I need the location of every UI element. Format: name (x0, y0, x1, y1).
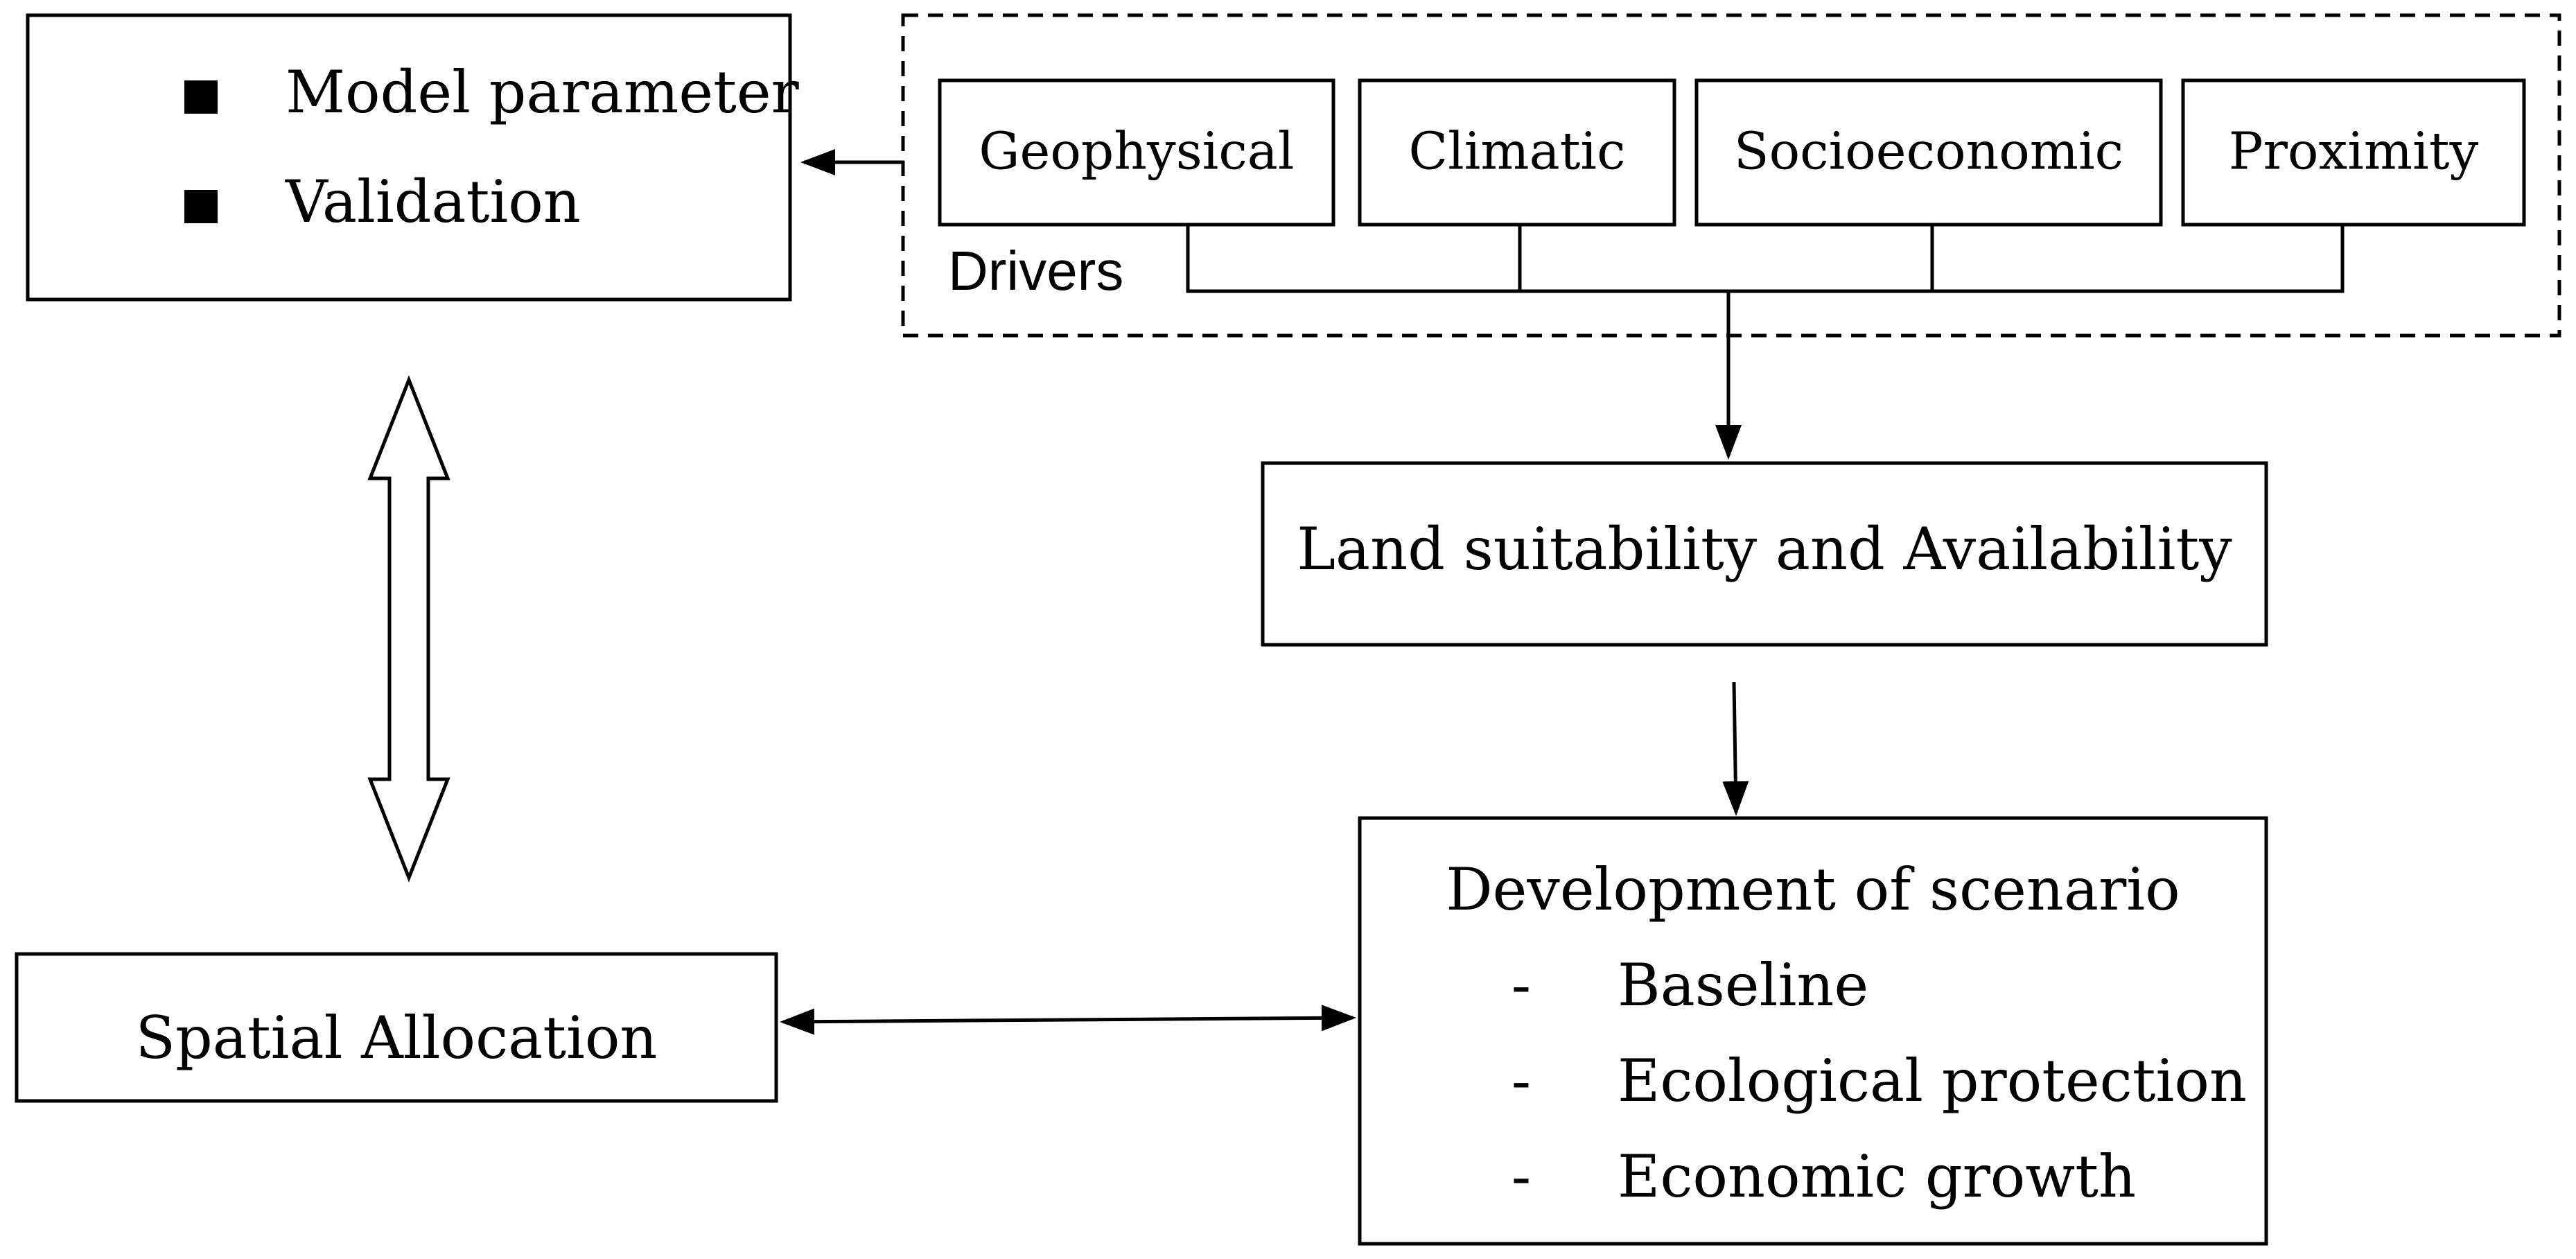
driver-label-proximity: Proximity (2229, 121, 2479, 181)
land-to-scenario-arrow (1722, 681, 1749, 816)
scenario-item-2: Economic growth (1618, 1143, 2136, 1210)
drivers-connector (1186, 225, 2345, 293)
model-spatial-double-arrow (367, 375, 450, 883)
scenario-item-0: Baseline (1618, 951, 1868, 1019)
driver-label-geophysical: Geophysical (979, 121, 1294, 181)
land-suitability-label: Land suitability and Availability (1297, 515, 2232, 583)
scenario-box: Development of scenario - Baseline - Eco… (1358, 816, 2268, 1246)
drivers-group: Geophysical Climatic Socioeconomic Proxi… (901, 13, 2561, 338)
land-suitability-box: Land suitability and Availability (1261, 461, 2268, 647)
driver-box-proximity (2181, 78, 2526, 227)
scenario-dash: - (1512, 951, 1531, 1019)
driver-box-geophysical (938, 78, 1335, 227)
model-item-0: Model parameter (286, 58, 800, 126)
scenario-item-1: Ecological protection (1618, 1047, 2247, 1115)
driver-box-socioeconomic (1694, 78, 2163, 227)
driver-label-socioeconomic: Socioeconomic (1734, 121, 2123, 181)
scenario-dash: - (1512, 1143, 1531, 1210)
spatial-scenario-double-arrow (780, 1005, 1356, 1035)
bullet-square-icon (184, 190, 218, 223)
scenario-dash: - (1512, 1047, 1531, 1115)
model-box: Model parameter Validation (26, 13, 800, 302)
bullet-square-icon (184, 80, 218, 114)
driver-label-climatic: Climatic (1408, 121, 1625, 181)
spatial-allocation-label: Spatial Allocation (135, 1004, 657, 1072)
model-item-1: Validation (285, 168, 581, 236)
drivers-label: Drivers (948, 240, 1123, 302)
driver-box-climatic (1358, 78, 1676, 227)
spatial-allocation-box: Spatial Allocation (15, 952, 778, 1103)
scenario-title: Development of scenario (1446, 856, 2180, 923)
